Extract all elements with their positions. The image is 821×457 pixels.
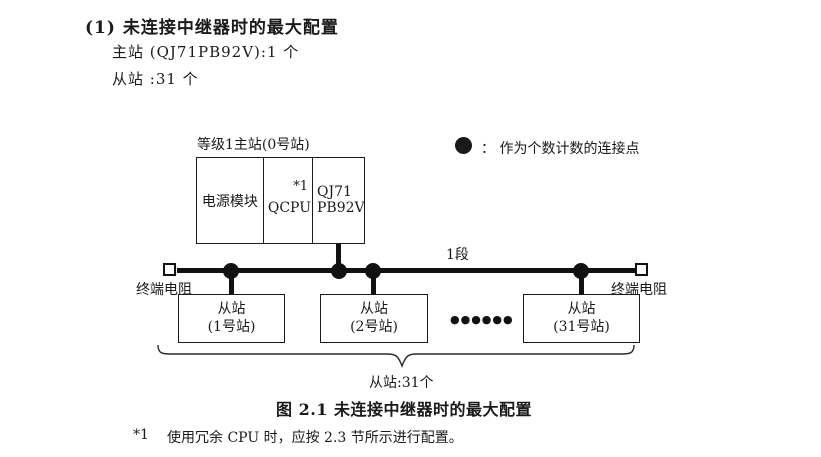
slave2-drop-line	[371, 270, 376, 295]
slave-station-box-2: 从站 (2号站)	[320, 294, 428, 343]
footnote-text: 使用冗余 CPU 时，应按 2.3 节所示进行配置。	[167, 430, 463, 446]
connection-point-dot	[331, 263, 347, 279]
slave31-drop-line	[579, 270, 584, 295]
master-station-label: 等级1主站(0号站)	[197, 137, 310, 153]
bus-line	[177, 268, 636, 273]
connection-point-dot	[573, 263, 589, 279]
network-module-cell: QJ71 PB92V	[312, 158, 365, 243]
slave1-line1: 从站	[217, 301, 246, 317]
section-heading: (1) 未连接中继器时的最大配置	[85, 18, 339, 38]
power-module-cell: 电源模块	[197, 158, 263, 243]
slave-station-box-1: 从站 (1号站)	[178, 294, 285, 343]
brace-label: 从站:31个	[369, 375, 434, 391]
segment-label: 1段	[446, 247, 469, 263]
power-module-label: 电源模块	[201, 193, 258, 210]
legend-connection-point-icon	[455, 137, 472, 154]
slave1-line2: (1号站)	[207, 318, 256, 335]
cpu-footnote-ref: *1	[293, 179, 308, 194]
network-module-line1: QJ71	[317, 184, 352, 201]
slave1-drop-line	[229, 270, 234, 295]
terminator-left-icon	[163, 263, 176, 276]
slave31-line2: (31号站)	[553, 318, 610, 335]
master-drop-line	[336, 244, 341, 270]
slave31-line1: 从站	[567, 301, 596, 317]
slave-count-line: 从站 :31 个	[112, 70, 199, 88]
ellipsis-dots: ●●●●●●	[450, 313, 514, 326]
cpu-module-cell: *1 QCPU	[262, 158, 312, 243]
slave2-line2: (2号站)	[350, 318, 398, 335]
cpu-module-label: QCPU	[267, 200, 312, 216]
slave-station-box-31: 从站 (31号站)	[523, 294, 640, 343]
figure-caption: 图 2.1 未连接中继器时的最大配置	[276, 400, 532, 419]
connection-point-dot	[223, 263, 239, 279]
terminator-right-icon	[635, 263, 648, 276]
footnote-marker: *1	[133, 427, 149, 443]
slave2-line1: 从站	[360, 301, 388, 317]
legend-text: ： 作为个数计数的连接点	[481, 141, 640, 157]
network-module-line2: PB92V	[317, 199, 365, 216]
brace	[157, 344, 635, 369]
master-count-line: 主站 (QJ71PB92V):1 个	[112, 43, 300, 61]
master-station-box: 电源模块 *1 QCPU QJ71 PB92V	[196, 157, 365, 244]
connection-point-dot	[365, 263, 381, 279]
